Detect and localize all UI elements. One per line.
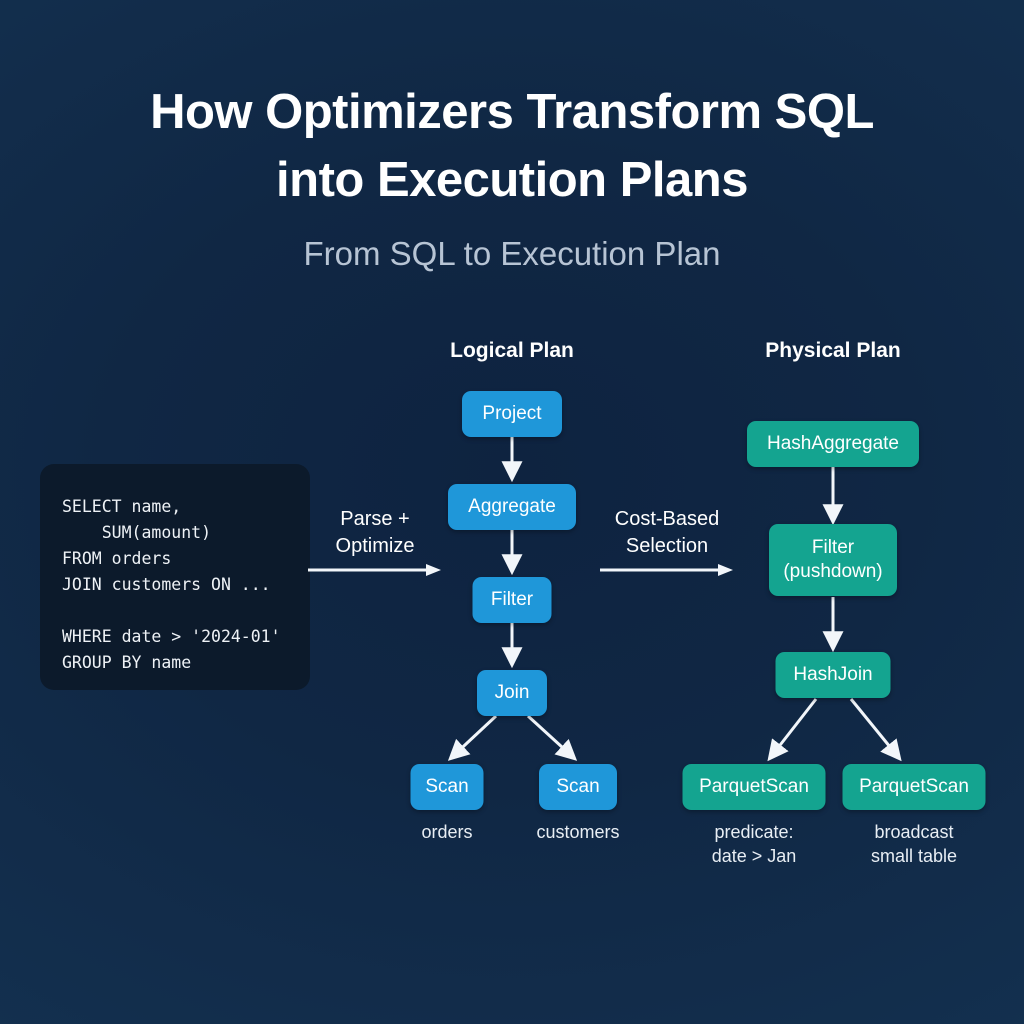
node-parquetscan-broadcast[interactable]: ParquetScan bbox=[842, 764, 986, 810]
transition-cost-based-selection: Cost-Based Selection bbox=[580, 506, 755, 560]
node-caption-scan-orders: orders bbox=[421, 822, 473, 842]
node-hashaggregate[interactable]: HashAggregate bbox=[747, 421, 919, 467]
node-scan-customers[interactable]: Scan bbox=[539, 764, 617, 810]
column-heading-physical-plan: Physical Plan bbox=[765, 339, 901, 362]
transition-arrow-1 bbox=[308, 564, 441, 576]
node-filter-pushdown[interactable]: Filter (pushdown) bbox=[769, 524, 897, 596]
transition-label-parse-optimize: Parse + Optimize bbox=[335, 508, 415, 557]
node-hashjoin[interactable]: HashJoin bbox=[775, 652, 891, 698]
node-project[interactable]: Project bbox=[462, 391, 562, 437]
page-subtitle: From SQL to Execution Plan bbox=[303, 235, 721, 272]
node-join[interactable]: Join bbox=[477, 670, 547, 716]
sql-code-block: SELECT name, SUM(amount) FROM orders JOI… bbox=[40, 464, 310, 690]
node-filter[interactable]: Filter bbox=[472, 577, 552, 623]
page-title-line-1: How Optimizers Transform SQL bbox=[150, 85, 874, 139]
column-heading-logical-plan: Logical Plan bbox=[450, 339, 574, 362]
transition-parse-optimize: Parse + Optimize bbox=[295, 506, 455, 560]
node-scan-orders[interactable]: Scan bbox=[410, 764, 484, 810]
node-aggregate[interactable]: Aggregate bbox=[448, 484, 576, 530]
node-caption-scan-customers: customers bbox=[536, 822, 620, 842]
node-caption-parquetscan-broadcast: broadcast small table bbox=[870, 822, 958, 866]
transition-arrow-2 bbox=[600, 564, 733, 576]
node-parquetscan-predicate[interactable]: ParquetScan bbox=[682, 764, 826, 810]
page-title-line-2: into Execution Plans bbox=[276, 153, 748, 207]
node-caption-parquetscan-predicate: predicate: date > Jan bbox=[711, 822, 797, 866]
sql-code-text: SELECT name, SUM(amount) FROM orders JOI… bbox=[62, 497, 281, 672]
header: How Optimizers Transform SQL into Execut… bbox=[0, 78, 1024, 274]
transition-label-cost-based-selection: Cost-Based Selection bbox=[614, 508, 720, 557]
